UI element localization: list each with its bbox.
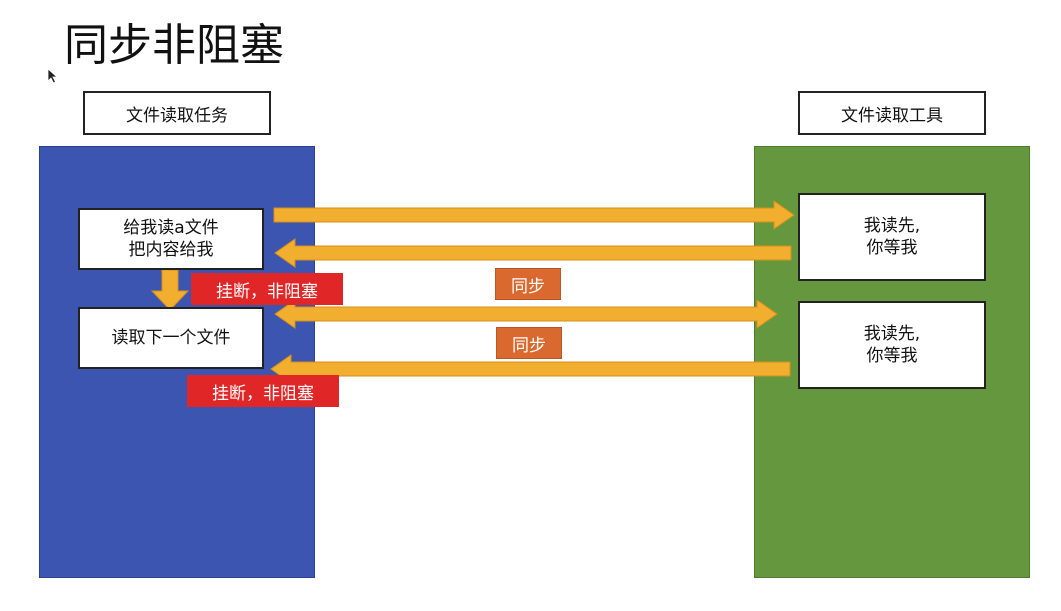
- sync-label-1: 同步: [495, 268, 561, 300]
- down-arrow: [150, 269, 190, 311]
- bidirectional-arrow: [274, 299, 778, 329]
- response-arrow-2: [270, 354, 791, 384]
- read-next-file-box: 读取下一个文件: [78, 307, 264, 369]
- read-request-box: 给我读a文件 把内容给我: [78, 208, 264, 270]
- tool-response-2-line2: 你等我: [866, 346, 918, 366]
- tool-response-box-1: 我读先, 你等我: [798, 193, 986, 281]
- response-arrow-1: [274, 238, 792, 268]
- read-request-line1: 给我读a文件: [123, 218, 219, 238]
- hang-up-nonblocking-label-2: 挂断，非阻塞: [187, 375, 339, 407]
- mouse-pointer-icon: [47, 68, 59, 84]
- read-next-file-label: 读取下一个文件: [111, 328, 231, 348]
- tool-response-1-line1: 我读先,: [863, 216, 921, 236]
- tool-response-2-line1: 我读先,: [863, 324, 921, 344]
- request-arrow: [273, 200, 795, 230]
- read-request-line2: 把内容给我: [128, 240, 214, 260]
- left-header-label: 文件读取任务: [83, 91, 271, 135]
- hang-up-nonblocking-label-1: 挂断，非阻塞: [191, 273, 343, 305]
- sync-label-2: 同步: [496, 327, 562, 359]
- tool-response-box-2: 我读先, 你等我: [798, 301, 986, 389]
- page-title: 同步非阻塞: [64, 20, 284, 71]
- tool-response-1-line2: 你等我: [866, 238, 918, 258]
- right-header-label: 文件读取工具: [798, 91, 986, 135]
